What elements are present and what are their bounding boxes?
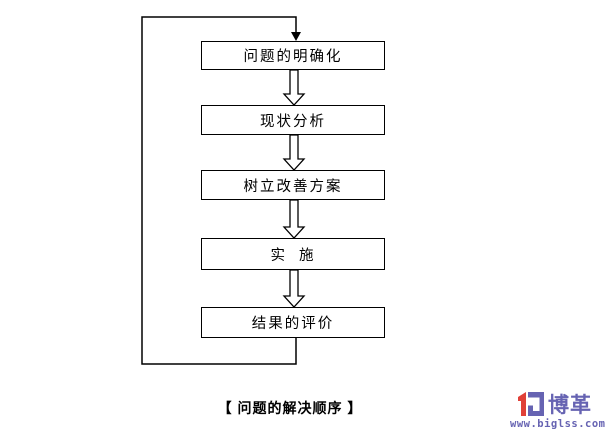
diagram-caption: 【 问题的解决顺序 】 xyxy=(217,400,363,416)
connector-arrow-icon xyxy=(282,134,306,171)
flow-step-label: 结果的评价 xyxy=(251,316,335,332)
flow-step-improvement-plan: 树立改善方案 xyxy=(201,170,385,200)
flow-step-label: 现状分析 xyxy=(260,113,326,130)
flow-step-label: 树立改善方案 xyxy=(243,178,343,195)
connector-arrow-icon xyxy=(282,199,306,239)
biglss-logo: 博革 www.biglss.com xyxy=(508,388,612,433)
flow-step-implementation: 实 施 xyxy=(201,238,385,270)
feedback-arrowhead-icon xyxy=(291,32,301,41)
flow-step-current-analysis: 现状分析 xyxy=(201,105,385,135)
flow-step-label: 实 施 xyxy=(270,247,316,264)
logo-brand-text: 博革 xyxy=(548,394,592,417)
feedback-loop-line xyxy=(141,16,297,365)
flow-step-result-evaluation: 结果的评价 xyxy=(201,307,385,338)
flow-step-label: 问题的明确化 xyxy=(243,49,343,65)
biglss-logo-mark-icon xyxy=(518,392,544,416)
connector-arrow-icon xyxy=(282,269,306,308)
connector-arrow-icon xyxy=(282,69,306,106)
logo-url-text: www.biglss.com xyxy=(510,418,606,430)
flow-step-clarify-problem: 问题的明确化 xyxy=(201,41,385,70)
